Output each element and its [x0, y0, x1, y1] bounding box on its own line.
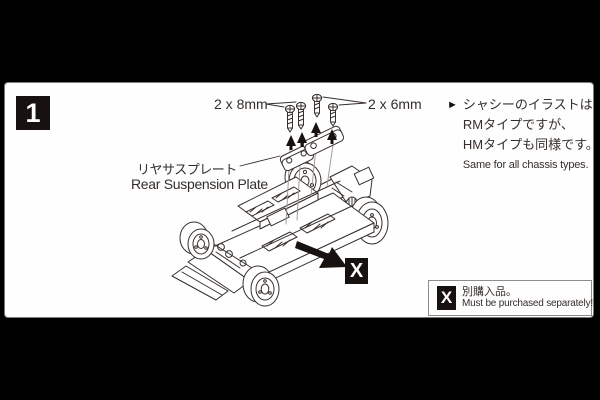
legend-text-en: Must be purchased separately!: [462, 298, 593, 309]
screw-size-label-6mm: 2 x 6mm: [368, 96, 422, 112]
separate-purchase-legend: X 別購入品。 Must be purchased separately!: [428, 280, 593, 316]
step-number: 1: [25, 97, 41, 128]
separate-purchase-marker-x: X: [349, 259, 364, 282]
step-number-box: 1: [16, 96, 50, 130]
part-label-japanese: リヤサスプレート: [137, 162, 237, 177]
legend-x-icon: X: [437, 286, 456, 310]
separate-purchase-marker: X: [345, 258, 368, 284]
note-bullet-icon: ►: [447, 99, 458, 111]
note-line-jp-2: RMタイプですが、: [462, 117, 574, 132]
screw-size-label-8mm: 2 x 8mm: [214, 96, 268, 112]
legend-text-jp: 別購入品。: [462, 286, 517, 298]
legend-x-glyph: X: [440, 288, 453, 307]
note-line-en: Same for all chassis types.: [462, 159, 589, 171]
chassis-type-note: ► シャシーのイラストは RMタイプですが、 HMタイプも同様です。 Same …: [447, 95, 599, 175]
note-line-jp-1: シャシーのイラストは: [462, 97, 593, 112]
note-line-jp-3: HMタイプも同様です。: [462, 137, 599, 152]
part-label-english: Rear Suspension Plate: [131, 176, 268, 192]
